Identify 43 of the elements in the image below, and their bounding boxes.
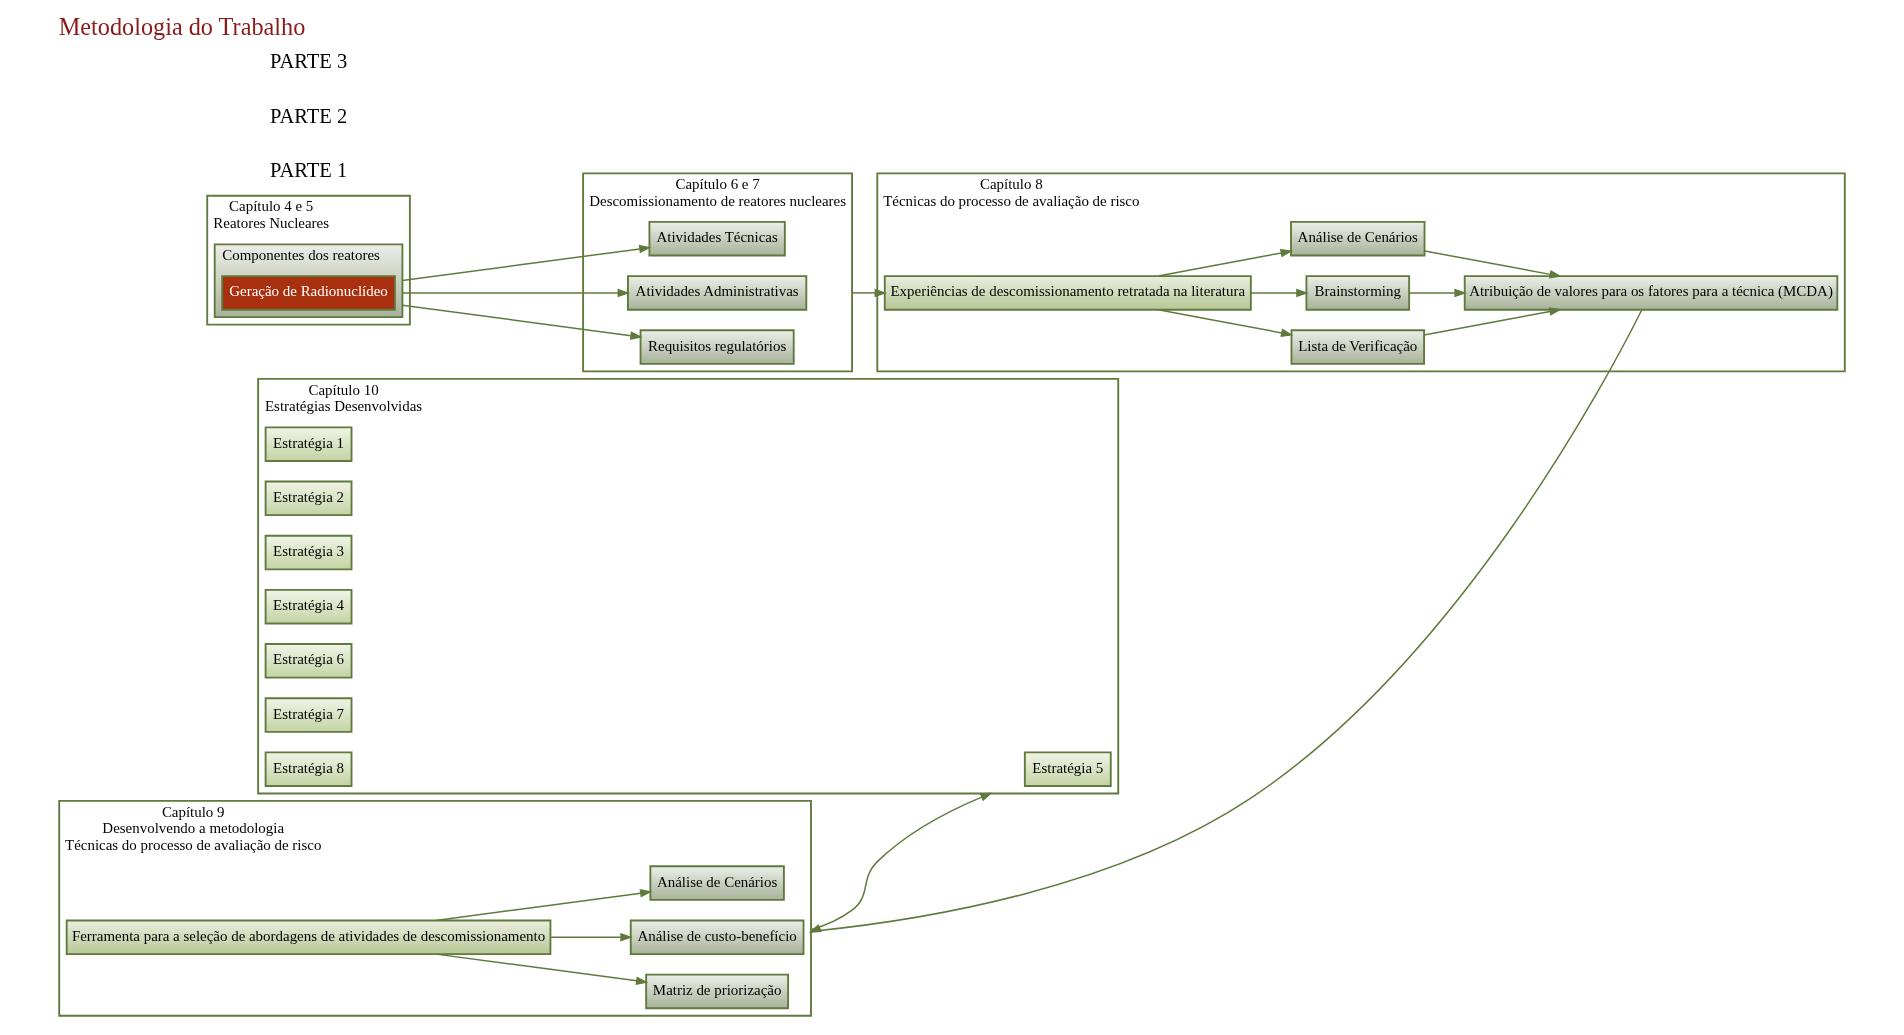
arrow bbox=[851, 288, 887, 298]
node-box: Análise de Cenários bbox=[1290, 221, 1426, 257]
node-box: Estratégia 2 bbox=[264, 480, 353, 517]
node-box: Experiências de descomissionamento retratada na literatura bbox=[883, 275, 1252, 311]
node-label: Capítulo 6 e 7 bbox=[675, 176, 760, 193]
node-box: Geração de Radionuclídeo bbox=[221, 275, 396, 311]
node-box: Brainstorming bbox=[1305, 275, 1411, 311]
node-box: Lista de Verificação bbox=[1290, 329, 1425, 365]
node-box: Estratégia 5 bbox=[1023, 751, 1112, 787]
node-box: Estratégia 8 bbox=[264, 751, 353, 787]
label: PARTE 2 bbox=[269, 104, 348, 127]
arrow bbox=[1408, 288, 1467, 298]
label: PARTE 1 bbox=[269, 158, 348, 181]
arrow bbox=[401, 288, 630, 298]
arrow bbox=[401, 244, 652, 282]
arrow bbox=[1423, 307, 1562, 336]
node-box: Atividades Administrativas bbox=[627, 275, 808, 311]
arrow bbox=[1424, 250, 1562, 279]
node-box: Requisitos regulatórios bbox=[639, 329, 795, 365]
node-box: Estratégia 3 bbox=[264, 534, 353, 571]
node-box: Matriz de priorização bbox=[645, 973, 790, 1010]
arrow bbox=[1157, 248, 1293, 277]
node-box: Estratégia 4 bbox=[264, 588, 353, 625]
node-box: Ferramenta para a seleção de abordagens de atividades de descomissionamento bbox=[65, 919, 552, 956]
label: PARTE 3 bbox=[269, 50, 348, 73]
arrow bbox=[435, 953, 649, 986]
arrow bbox=[401, 304, 643, 340]
arrow bbox=[549, 932, 633, 942]
arrow bbox=[1250, 288, 1309, 298]
node-box: Estratégia 1 bbox=[264, 426, 353, 462]
node-label: Capítulo 9 bbox=[161, 803, 225, 820]
arrow bbox=[1157, 309, 1294, 338]
node-box: Análise de custo-benefício bbox=[629, 919, 805, 956]
node-box: Análise de Cenários bbox=[649, 865, 785, 901]
node-label: Capítulo 8 bbox=[979, 176, 1043, 193]
arrow bbox=[435, 888, 653, 922]
diagram-title: Metodologia do Trabalho bbox=[58, 12, 306, 40]
node-box: Estratégia 6 bbox=[264, 643, 353, 679]
node-box: Atribuição de valores para os fatores para a técnica (MCDA) bbox=[1463, 275, 1839, 311]
node-box: Atividades Técnicas bbox=[648, 221, 786, 257]
node-label: Capítulo 10 bbox=[308, 381, 379, 398]
node-box: Estratégia 7 bbox=[264, 697, 353, 733]
node-label: Capítulo 4 e 5 bbox=[229, 198, 314, 215]
